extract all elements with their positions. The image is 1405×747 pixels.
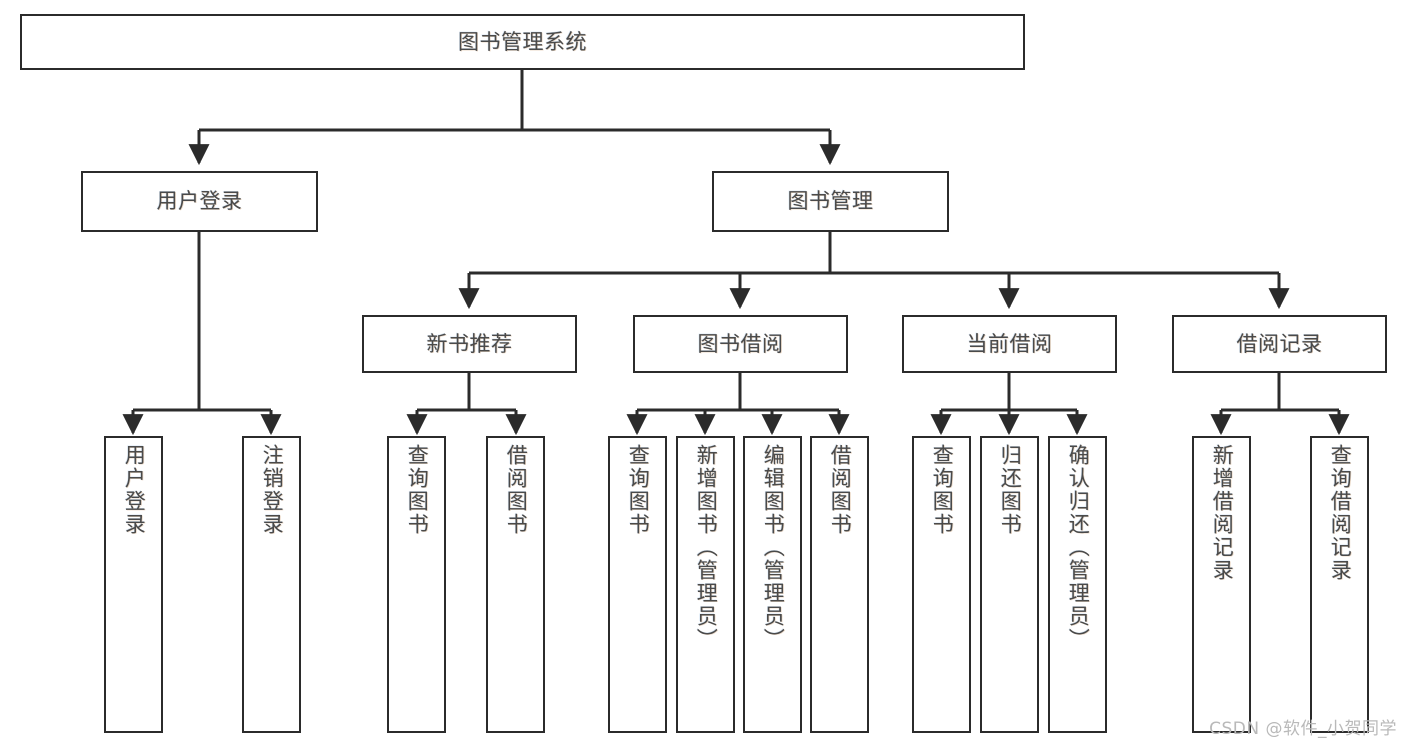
node-leaf-logout-login-label: 注销登录 bbox=[260, 444, 285, 536]
node-book-borrow[interactable]: 图书借阅 bbox=[633, 315, 848, 373]
node-leaf-borrow-book-1-label: 借阅图书 bbox=[504, 444, 529, 536]
node-leaf-borrow-book-2[interactable]: 借阅图书 bbox=[810, 436, 869, 733]
node-leaf-query-record-label: 查询借阅记录 bbox=[1328, 444, 1353, 582]
node-user-login[interactable]: 用户登录 bbox=[81, 171, 318, 232]
node-leaf-query-book-2-label: 查询图书 bbox=[626, 444, 651, 536]
node-leaf-query-book-2[interactable]: 查询图书 bbox=[608, 436, 667, 733]
node-borrow-record-label: 借阅记录 bbox=[1236, 331, 1323, 356]
node-leaf-query-book-1-label: 查询图书 bbox=[405, 444, 430, 536]
node-current-borrow[interactable]: 当前借阅 bbox=[902, 315, 1117, 373]
node-leaf-query-book-3-label: 查询图书 bbox=[930, 444, 955, 536]
node-borrow-record[interactable]: 借阅记录 bbox=[1172, 315, 1387, 373]
node-new-book-recommend[interactable]: 新书推荐 bbox=[362, 315, 577, 373]
node-user-login-label: 用户登录 bbox=[156, 189, 243, 214]
node-current-borrow-label: 当前借阅 bbox=[966, 331, 1053, 356]
node-leaf-query-book-1[interactable]: 查询图书 bbox=[387, 436, 446, 733]
node-leaf-logout-login[interactable]: 注销登录 bbox=[242, 436, 301, 733]
node-leaf-query-record[interactable]: 查询借阅记录 bbox=[1310, 436, 1369, 733]
node-leaf-add-book[interactable]: 新增图书（管理员） bbox=[676, 436, 735, 733]
node-leaf-add-book-label: 新增图书（管理员） bbox=[694, 444, 719, 651]
node-leaf-edit-book-label: 编辑图书（管理员） bbox=[761, 444, 786, 651]
node-new-book-recommend-label: 新书推荐 bbox=[426, 331, 513, 356]
node-leaf-query-book-3[interactable]: 查询图书 bbox=[912, 436, 971, 733]
node-root-label: 图书管理系统 bbox=[458, 29, 587, 54]
watermark-csdn: CSDN @软件_小贺同学 bbox=[1209, 719, 1397, 739]
node-leaf-user-login[interactable]: 用户登录 bbox=[104, 436, 163, 733]
node-leaf-return-book-label: 归还图书 bbox=[998, 444, 1023, 536]
node-leaf-user-login-label: 用户登录 bbox=[122, 444, 147, 536]
node-book-manage[interactable]: 图书管理 bbox=[712, 171, 949, 232]
node-leaf-confirm-return-label: 确认归还（管理员） bbox=[1066, 444, 1091, 651]
node-leaf-return-book[interactable]: 归还图书 bbox=[980, 436, 1039, 733]
node-leaf-borrow-book-1[interactable]: 借阅图书 bbox=[486, 436, 545, 733]
node-book-manage-label: 图书管理 bbox=[787, 189, 874, 214]
node-leaf-borrow-book-2-label: 借阅图书 bbox=[828, 444, 853, 536]
node-leaf-add-record[interactable]: 新增借阅记录 bbox=[1192, 436, 1251, 733]
node-book-borrow-label: 图书借阅 bbox=[697, 331, 784, 356]
node-leaf-confirm-return[interactable]: 确认归还（管理员） bbox=[1048, 436, 1107, 733]
node-root[interactable]: 图书管理系统 bbox=[20, 14, 1025, 70]
node-leaf-add-record-label: 新增借阅记录 bbox=[1210, 444, 1235, 582]
node-leaf-edit-book[interactable]: 编辑图书（管理员） bbox=[743, 436, 802, 733]
